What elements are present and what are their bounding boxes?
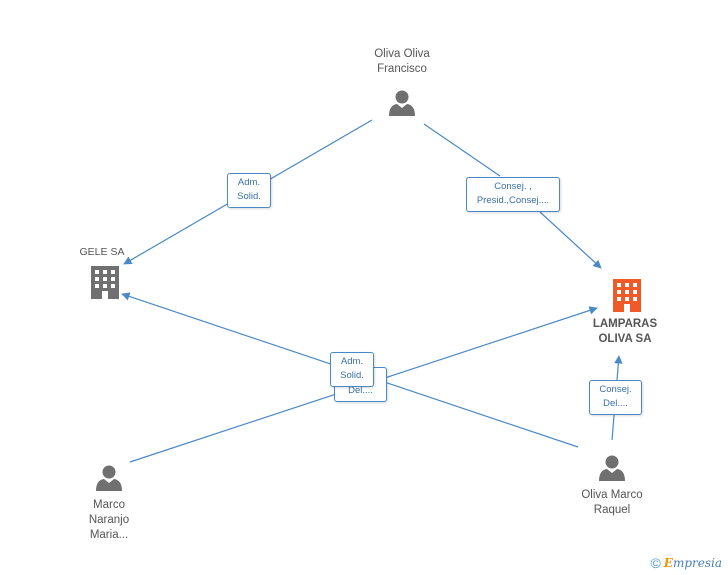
node-label-line: OLIVA SA: [598, 333, 652, 345]
edge-label-line: Adm.: [237, 177, 261, 188]
node-label-line: Maria...: [89, 529, 129, 541]
footer-brand: © Empresia: [650, 555, 722, 571]
edge-francisco-lamparas: [423, 123, 501, 177]
person-icon[interactable]: [599, 455, 625, 482]
node-label-marco-naranjo[interactable]: Marco Naranjo Maria...: [69, 498, 149, 543]
edge-label-line: Adm.: [340, 356, 364, 367]
node-label-line: Naranjo: [88, 514, 130, 526]
node-label-line: Marco: [93, 499, 125, 511]
logo-text: mpresia: [672, 556, 722, 570]
logo-letter: E: [663, 556, 673, 570]
empresia-logo[interactable]: Empresia: [664, 556, 722, 570]
edge-label-line: Del....: [603, 398, 628, 409]
node-label-line: Francisco: [377, 63, 427, 75]
building-icon[interactable]: [91, 266, 119, 299]
edge-francisco-lamparas-tail: [539, 211, 602, 269]
node-label-line: Oliva Marco: [581, 489, 643, 501]
edge-label-raquel-lamparas[interactable]: Consej. Del....: [589, 380, 642, 415]
edge-label-line: Solid.: [237, 191, 261, 202]
node-label-line: Oliva Oliva: [374, 48, 430, 60]
edge-label-line: Solid.: [340, 370, 364, 381]
edge-label-francisco-lamparas[interactable]: Consej. , Presid.,Consej....: [466, 177, 560, 212]
edge-label-line: Consej. ,: [494, 181, 532, 192]
node-label-lamparas[interactable]: LAMPARAS OLIVA SA: [577, 317, 673, 347]
copyright-icon: ©: [650, 555, 661, 571]
node-label-line: Raquel: [593, 504, 631, 516]
edge-label-line: Consej.: [599, 384, 632, 395]
edge-label-francisco-gele[interactable]: Adm. Solid.: [227, 173, 271, 208]
person-icon[interactable]: [389, 90, 415, 117]
node-label-oliva-raquel[interactable]: Oliva Marco Raquel: [562, 488, 662, 518]
node-label-gele[interactable]: GELE SA: [62, 245, 142, 260]
person-icon[interactable]: [96, 465, 122, 492]
node-label-oliva-francisco[interactable]: Oliva Oliva Francisco: [352, 47, 452, 77]
main-company-building-icon[interactable]: [613, 279, 641, 312]
node-label-line: LAMPARAS: [592, 318, 658, 330]
edge-label-line: Presid.,Consej....: [476, 195, 550, 206]
edge-label-line: Del....: [348, 385, 373, 396]
edge-label-center-front[interactable]: Adm. Solid.: [330, 352, 374, 387]
node-label-line: GELE SA: [79, 246, 125, 258]
